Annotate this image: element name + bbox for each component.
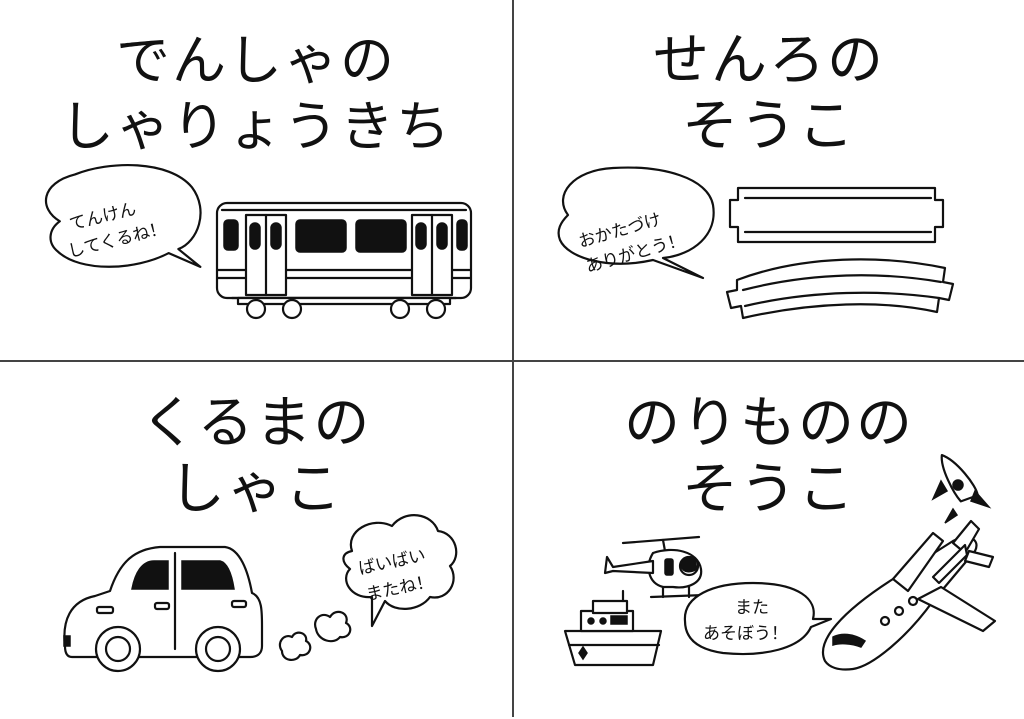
- title-line-1: でんしゃの: [116, 29, 396, 92]
- title-line-2: しゃりょうきち: [60, 95, 452, 158]
- panel-title: のりものの そうこ: [513, 391, 1024, 523]
- panel-rail-storage: せんろの そうこ おかたづけ ありがとう！: [513, 0, 1024, 358]
- panel-art: また あそぼう！: [563, 453, 997, 671]
- speech-bubble: おかたづけ ありがとう！: [557, 166, 715, 280]
- panel-title: くるまの しゃこ: [0, 391, 512, 523]
- panel-title: でんしゃの しゃりょうきち: [0, 28, 512, 160]
- title-line-1: くるまの: [140, 391, 372, 456]
- airplane-icon: [821, 519, 997, 671]
- train-icon: [215, 201, 473, 320]
- title-line-1: せんろの: [653, 28, 885, 93]
- horizontal-divider: [0, 360, 1024, 362]
- title-line-2: しゃこ: [169, 457, 343, 522]
- panel-art: おかたづけ ありがとう！: [557, 166, 955, 320]
- title-line-1: のりものの: [624, 391, 914, 456]
- vertical-divider: [512, 0, 514, 717]
- speech-bubble: てんけん してくるね！: [44, 163, 202, 268]
- ship-icon: [563, 589, 663, 667]
- car-icon: [63, 545, 264, 673]
- panel-art: ばいばい またね！: [63, 514, 458, 673]
- title-line-2: そうこ: [682, 457, 856, 522]
- rocket-icon: [931, 453, 992, 524]
- exhaust-cloud-icon: [278, 610, 352, 661]
- panel-car-garage: くるまの しゃこ: [0, 361, 512, 719]
- helicopter-icon: [603, 535, 707, 599]
- rail-track-curved-icon: [725, 258, 955, 320]
- bubble-text-1: また: [735, 598, 769, 618]
- panel-train-depot: でんしゃの しゃりょうきち てんけん してくるね！: [0, 0, 512, 358]
- speech-bubble-cloud: ばいばい またね！: [342, 514, 458, 628]
- panel-title: せんろの そうこ: [513, 28, 1024, 160]
- panel-art: てんけん してくるね！: [44, 163, 473, 320]
- speech-bubble: また あそぼう！: [683, 581, 833, 656]
- bubble-text-2: あそぼう！: [703, 624, 788, 644]
- title-line-2: そうこ: [682, 94, 856, 159]
- panel-vehicle-hangar: のりものの そうこ: [513, 361, 1024, 719]
- rail-track-icon: [728, 186, 945, 244]
